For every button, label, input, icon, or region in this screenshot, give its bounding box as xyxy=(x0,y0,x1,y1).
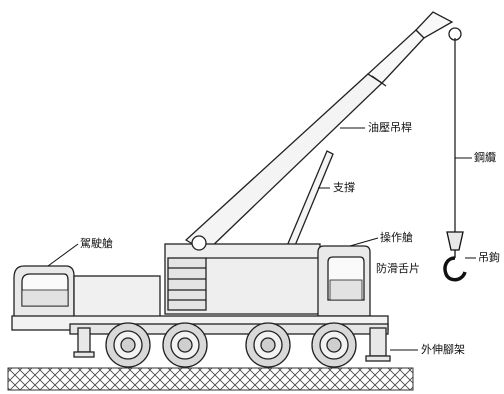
outriggers xyxy=(73,327,391,362)
operator-cab xyxy=(317,245,371,317)
wheel-2 xyxy=(162,322,208,368)
leader-cab xyxy=(47,243,79,267)
boom-pivot xyxy=(191,235,207,251)
label-cab: 駕駛艙 xyxy=(80,237,113,250)
leader-operator-cab xyxy=(349,237,379,247)
wheels xyxy=(105,322,357,368)
label-cable: 鋼纜 xyxy=(474,151,496,164)
ground-hatch xyxy=(7,367,414,391)
driver-cab xyxy=(13,265,75,319)
label-hook: 吊鉤 xyxy=(478,251,500,264)
hood xyxy=(73,275,161,319)
label-operator-cab: 操作艙 xyxy=(380,231,413,244)
hook xyxy=(443,231,467,282)
superstructure xyxy=(164,243,321,315)
wheel-4 xyxy=(311,322,357,368)
wheel-3 xyxy=(245,322,291,368)
wheel-1 xyxy=(105,322,151,368)
label-anti-slip: 防滑舌片 xyxy=(376,262,420,275)
label-strut: 支撐 xyxy=(333,181,355,194)
label-outrigger: 外伸腳架 xyxy=(421,343,465,356)
leader-lines xyxy=(47,127,476,351)
boom xyxy=(184,11,454,253)
label-boom: 油壓吊桿 xyxy=(368,121,412,134)
